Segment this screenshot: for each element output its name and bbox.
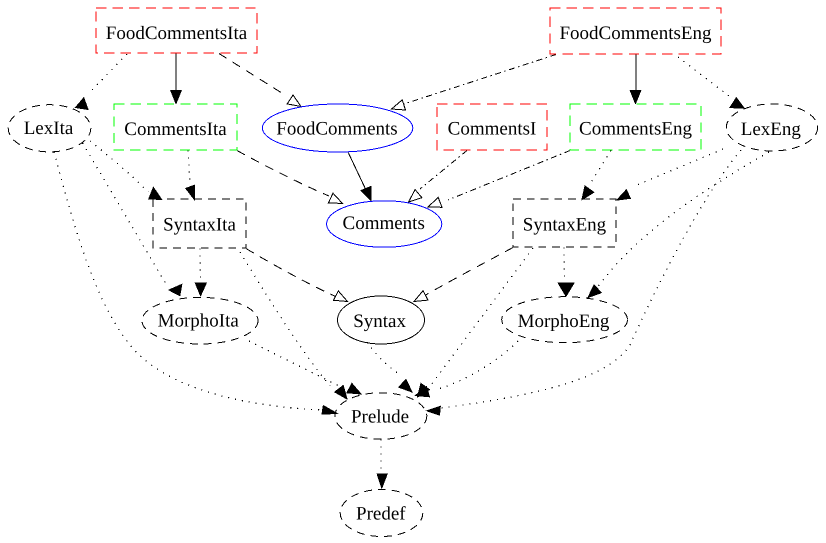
svg-text:SyntaxEng: SyntaxEng	[523, 214, 607, 235]
svg-text:Comments: Comments	[343, 213, 425, 234]
svg-text:FoodCommentsEng: FoodCommentsEng	[559, 23, 712, 44]
svg-text:MorphoIta: MorphoIta	[158, 311, 240, 332]
svg-text:CommentsI: CommentsI	[448, 119, 537, 140]
svg-text:SyntaxIta: SyntaxIta	[163, 215, 236, 236]
svg-text:Prelude: Prelude	[351, 406, 409, 427]
svg-text:FoodCommentsIta: FoodCommentsIta	[106, 23, 248, 44]
svg-text:Predef: Predef	[356, 504, 406, 525]
svg-text:CommentsIta: CommentsIta	[124, 119, 227, 140]
svg-text:Syntax: Syntax	[353, 311, 406, 332]
svg-text:FoodComments: FoodComments	[276, 118, 397, 139]
svg-text:CommentsEng: CommentsEng	[579, 119, 692, 140]
svg-text:MorphoEng: MorphoEng	[518, 311, 610, 332]
svg-text:LexEng: LexEng	[741, 119, 802, 140]
svg-text:LexIta: LexIta	[24, 118, 74, 139]
